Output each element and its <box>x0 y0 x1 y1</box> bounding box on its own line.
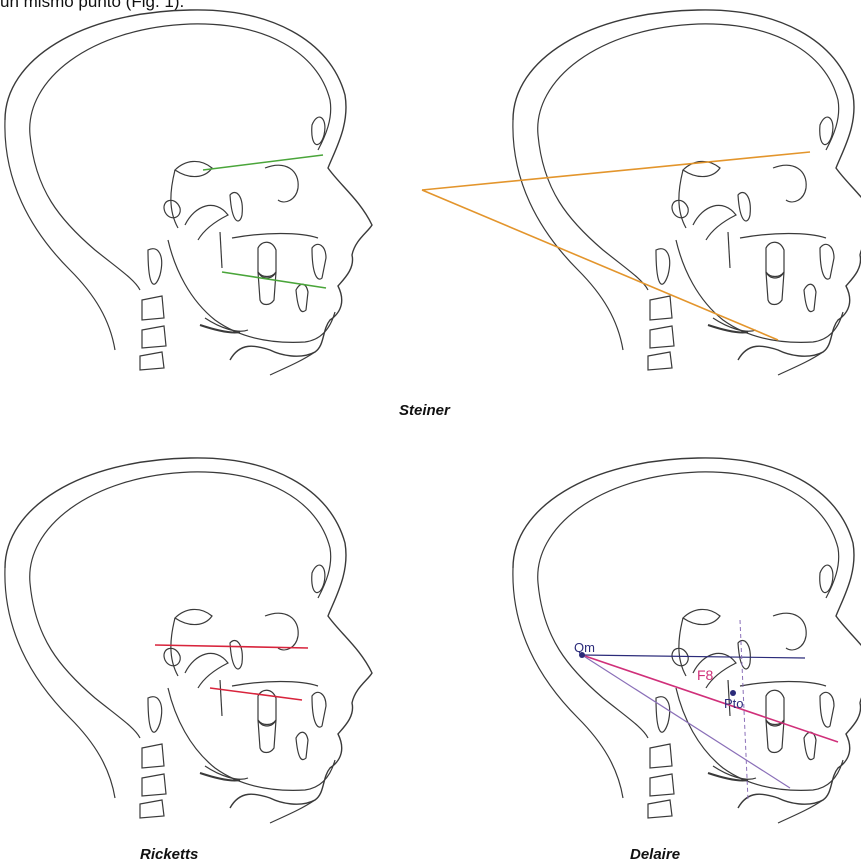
caption-steiner: Steiner <box>399 402 450 419</box>
steiner-right-head <box>422 10 861 375</box>
caption-delaire: Delaire <box>630 846 680 863</box>
delaire-qm-horizontal-line <box>582 655 805 658</box>
steiner-upper-orange-line <box>422 152 810 190</box>
steiner-sn-line <box>203 155 323 170</box>
ricketts-head <box>5 458 372 823</box>
delaire-pto-label: Pto <box>724 696 744 711</box>
ricketts-upper-red-line <box>155 645 308 648</box>
delaire-f8-label: F8 <box>697 667 714 683</box>
steiner-left-head <box>5 10 372 375</box>
ricketts-lower-red-line <box>210 688 302 700</box>
delaire-head: Qm F8 Pto <box>513 458 861 823</box>
steiner-lower-orange-line <box>422 190 778 340</box>
caption-ricketts: Ricketts <box>140 846 198 863</box>
delaire-qm-label: Qm <box>574 640 595 655</box>
